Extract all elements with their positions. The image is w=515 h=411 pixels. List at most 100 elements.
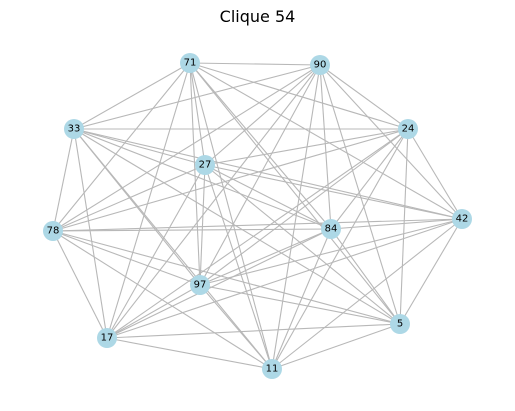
edge-24-11	[271, 128, 409, 370]
node-5: 5	[390, 314, 410, 334]
node-label-84: 84	[325, 224, 338, 235]
node-circle-17	[97, 328, 117, 348]
edge-71-27	[189, 62, 206, 166]
node-84: 84	[321, 219, 341, 239]
node-circle-78	[43, 221, 63, 241]
node-33: 33	[64, 119, 84, 139]
edge-27-78	[52, 164, 206, 232]
edge-42-78	[52, 218, 463, 232]
node-label-97: 97	[194, 280, 207, 291]
edge-90-78	[52, 64, 321, 232]
node-label-11: 11	[266, 364, 279, 375]
edge-24-42	[407, 128, 463, 220]
edge-97-17	[106, 284, 201, 339]
edge-layer	[52, 62, 463, 370]
node-label-17: 17	[101, 333, 114, 344]
edge-24-17	[106, 128, 409, 339]
node-label-33: 33	[68, 124, 81, 135]
node-97: 97	[190, 275, 210, 295]
edge-90-84	[319, 64, 332, 230]
edge-84-17	[106, 228, 332, 339]
edge-78-11	[52, 230, 273, 370]
edge-71-11	[189, 62, 273, 370]
node-label-78: 78	[47, 226, 60, 237]
node-label-42: 42	[456, 214, 469, 225]
node-circle-42	[452, 209, 472, 229]
edge-27-84	[204, 164, 332, 230]
edge-90-5	[319, 64, 401, 325]
edge-33-5	[73, 128, 401, 325]
node-27: 27	[195, 155, 215, 175]
edge-24-97	[199, 128, 409, 286]
edge-24-78	[52, 128, 409, 232]
edge-71-42	[189, 62, 463, 220]
node-label-24: 24	[402, 124, 415, 135]
edge-42-11	[271, 218, 463, 370]
edge-5-17	[106, 323, 401, 339]
node-circle-11	[262, 359, 282, 379]
edge-90-24	[319, 64, 409, 130]
node-circle-5	[390, 314, 410, 334]
edge-71-90	[189, 62, 321, 66]
edge-97-11	[199, 284, 273, 370]
edge-90-33	[73, 64, 321, 130]
edge-24-84	[330, 128, 409, 230]
edge-27-17	[106, 164, 206, 339]
graph-title: Clique 54	[219, 7, 296, 26]
edge-90-27	[204, 64, 321, 166]
node-circle-71	[180, 53, 200, 73]
node-78: 78	[43, 221, 63, 241]
edge-33-84	[73, 128, 332, 230]
edge-24-27	[204, 128, 409, 166]
node-circle-33	[64, 119, 84, 139]
edge-33-42	[73, 128, 463, 220]
edge-42-17	[106, 218, 463, 339]
edge-42-84	[330, 218, 463, 230]
edge-5-11	[271, 323, 401, 370]
node-71: 71	[180, 53, 200, 73]
edge-33-11	[73, 128, 273, 370]
edge-33-27	[73, 128, 206, 166]
edge-84-11	[271, 228, 332, 370]
node-layer: 71 90 24 33 27 42 78 84 97 5 17 11	[43, 53, 472, 379]
node-circle-27	[195, 155, 215, 175]
edge-78-17	[52, 230, 108, 339]
node-label-90: 90	[314, 60, 327, 71]
edge-33-78	[52, 128, 75, 232]
edge-71-97	[189, 62, 201, 286]
node-label-5: 5	[397, 319, 403, 330]
edge-27-11	[204, 164, 273, 370]
node-90: 90	[310, 55, 330, 75]
node-label-71: 71	[184, 58, 197, 69]
node-circle-97	[190, 275, 210, 295]
edge-33-17	[73, 128, 108, 339]
edge-27-97	[199, 164, 206, 286]
node-42: 42	[452, 209, 472, 229]
edge-78-5	[52, 230, 401, 325]
edge-71-17	[106, 62, 191, 339]
edge-71-33	[73, 62, 191, 130]
edge-78-84	[52, 228, 332, 232]
edge-71-84	[189, 62, 332, 230]
edge-42-5	[399, 218, 463, 325]
edge-17-11	[106, 337, 273, 370]
edge-97-5	[199, 284, 401, 325]
edge-71-5	[189, 62, 401, 325]
edge-78-97	[52, 230, 201, 286]
node-label-27: 27	[199, 160, 212, 171]
edge-27-42	[204, 164, 463, 220]
edge-42-97	[199, 218, 463, 286]
edge-84-5	[330, 228, 401, 325]
node-24: 24	[398, 119, 418, 139]
edge-90-97	[199, 64, 321, 286]
node-circle-90	[310, 55, 330, 75]
node-circle-24	[398, 119, 418, 139]
edge-90-11	[271, 64, 321, 370]
edge-84-97	[199, 228, 332, 286]
node-17: 17	[97, 328, 117, 348]
node-circle-84	[321, 219, 341, 239]
edge-27-5	[204, 164, 401, 325]
edge-90-17	[106, 64, 321, 339]
node-11: 11	[262, 359, 282, 379]
